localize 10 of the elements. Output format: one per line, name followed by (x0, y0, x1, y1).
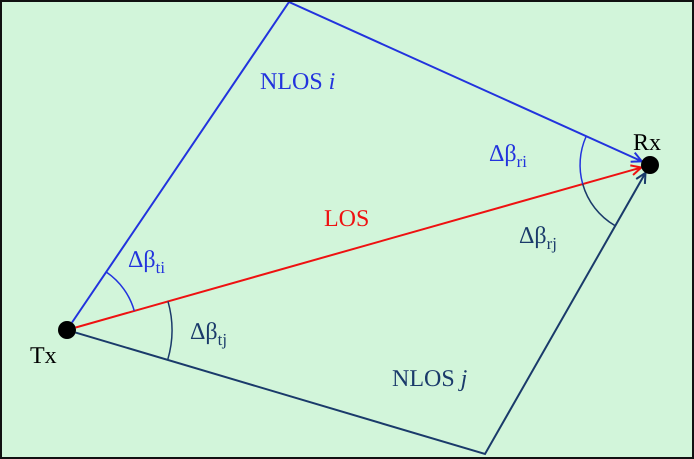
arrow (71, 2, 643, 324)
arrow (75, 164, 642, 328)
node-label: Tx (30, 344, 57, 368)
angle-label: Δβ$_{ri}$ (489, 142, 527, 171)
angle-label: Δβ$_{ti}$ (128, 248, 165, 277)
angle-label: Δβ$_{tj}$ (190, 320, 227, 349)
edge-label: NLOS j (392, 367, 468, 391)
angle-label: Δβ$_{rj}$ (519, 224, 557, 253)
node-label: Rx (633, 131, 662, 155)
arrow (75, 172, 646, 456)
